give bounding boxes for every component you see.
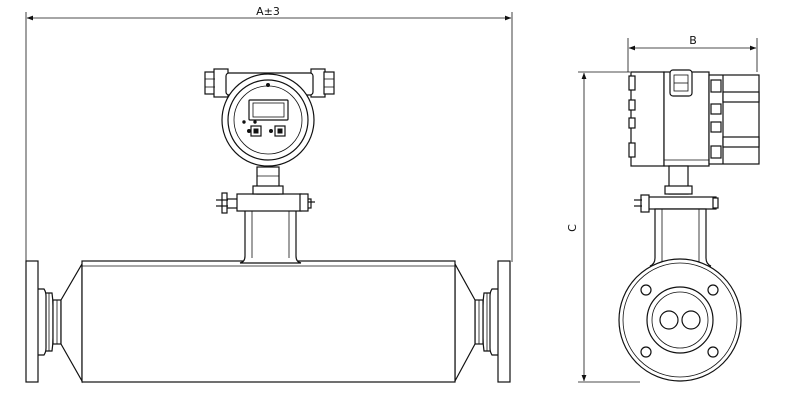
dimension-c: C <box>566 71 640 383</box>
right-flange <box>474 260 511 383</box>
front-view <box>25 68 511 384</box>
side-transmitter-housing <box>628 69 760 167</box>
transmitter-head <box>204 68 335 167</box>
side-neck <box>649 208 712 267</box>
dimension-a: A±3 <box>25 5 513 262</box>
dimension-c-label: C <box>566 224 579 232</box>
riser-tube <box>239 209 302 264</box>
mounting-bracket <box>216 192 315 214</box>
side-view <box>618 69 760 382</box>
side-bracket <box>634 194 719 213</box>
side-flange-face <box>618 258 742 382</box>
dimension-a-label: A±3 <box>256 5 280 18</box>
dimension-b: B <box>627 34 758 72</box>
sensor-housing <box>81 260 456 383</box>
left-flange <box>25 260 62 383</box>
dimension-b-label: B <box>689 34 697 47</box>
left-cone <box>60 261 83 384</box>
display-window <box>248 99 289 121</box>
right-cone <box>454 261 476 382</box>
